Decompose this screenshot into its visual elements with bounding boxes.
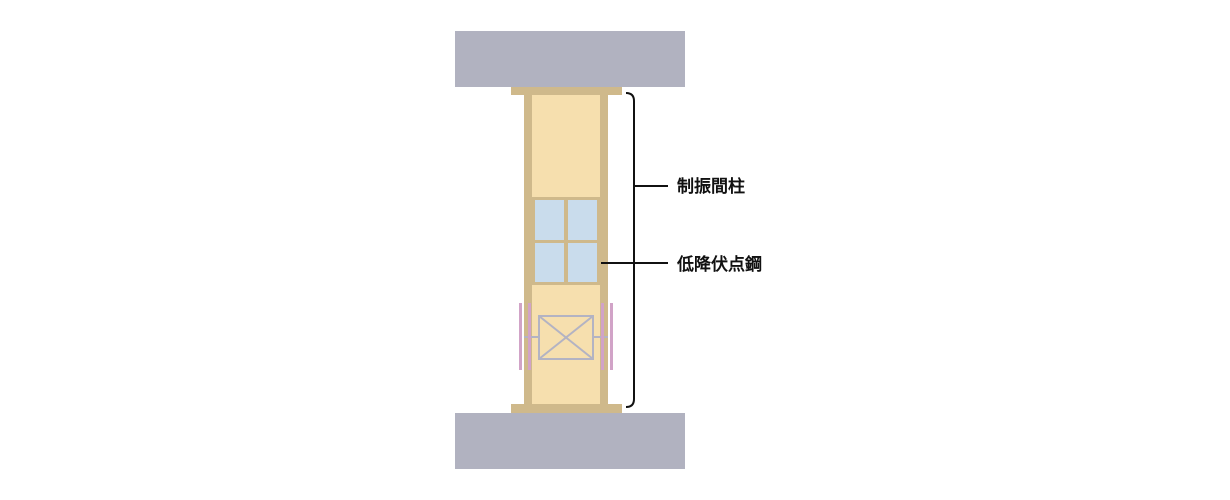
right-plate-outer: [610, 303, 613, 370]
steel-cell-bottom-left: [535, 243, 564, 282]
cross-brace-diagonal-2: [538, 315, 594, 360]
low-yield-steel-label: 低降伏点鋼: [676, 254, 762, 275]
upper-slab: [455, 31, 685, 87]
bottom-end-plate: [511, 404, 622, 413]
column-bracket: [625, 92, 635, 408]
right-plate-inner: [601, 303, 604, 370]
cross-brace-box: [524, 315, 608, 360]
steel-cell-bottom-right: [568, 243, 597, 282]
damping-column-label: 制振間柱: [677, 176, 745, 197]
steel-cell-top-left: [535, 200, 564, 240]
right-side-plates: [601, 303, 613, 370]
left-plate-outer: [519, 303, 522, 370]
top-end-plate: [511, 87, 622, 95]
low-yield-steel-panel: [532, 197, 600, 285]
steel-cell-top-right: [568, 200, 597, 240]
left-plate-inner: [528, 303, 531, 370]
damping-column: [511, 87, 622, 413]
left-side-plates: [519, 303, 531, 370]
lower-slab: [455, 413, 685, 469]
